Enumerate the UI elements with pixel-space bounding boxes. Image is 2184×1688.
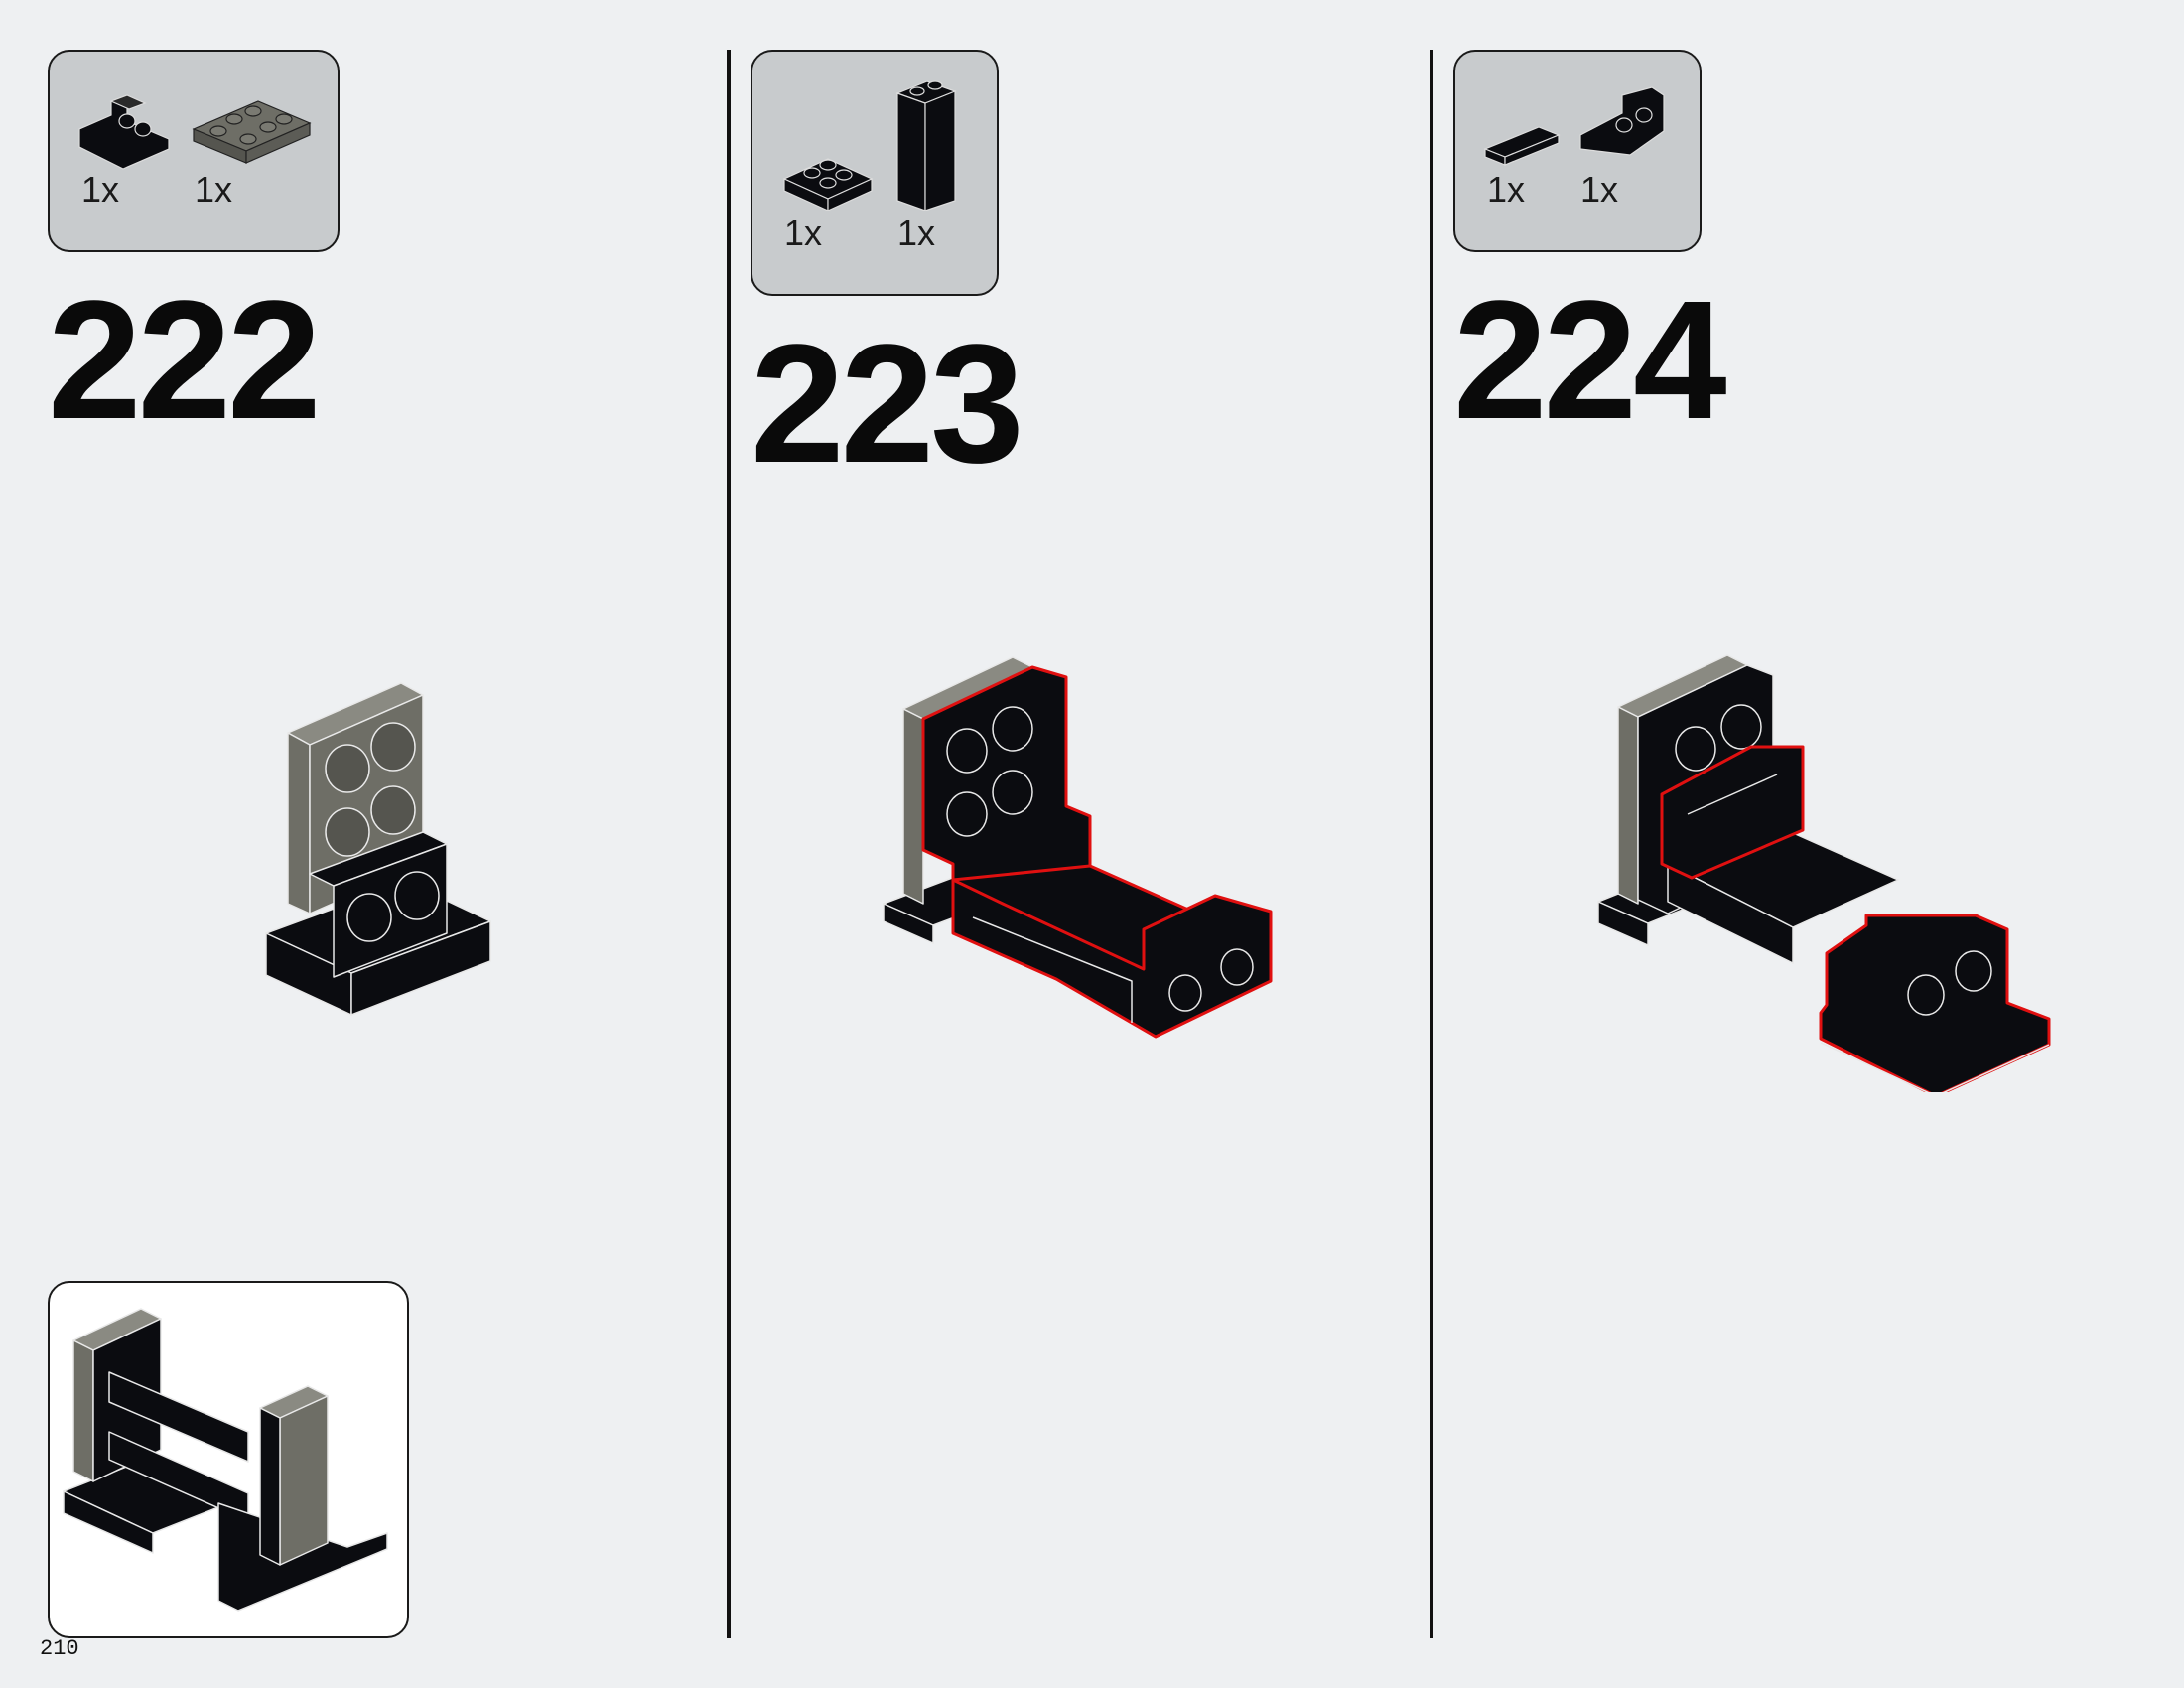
parts-list-step-223: 1x 1x	[751, 50, 999, 296]
column-divider	[1430, 50, 1433, 1638]
step-224-model	[1597, 654, 2051, 1092]
panel-icon	[895, 80, 957, 211]
part-quantity: 1x	[784, 212, 823, 253]
step-223-model	[883, 656, 1273, 1039]
bracket-icon	[1579, 86, 1665, 156]
parts-list-art	[782, 80, 957, 211]
column-divider	[727, 50, 731, 1638]
step-number: 224	[1453, 266, 1727, 455]
plate-2x2-icon	[782, 158, 874, 211]
plate-2x3-icon	[192, 100, 312, 164]
part-quantity: 1x	[195, 169, 233, 210]
step-222-model	[265, 682, 491, 1016]
parts-list-art	[78, 94, 312, 170]
step-number: 222	[48, 266, 322, 455]
parts-list-step-224: 1x 1x	[1453, 50, 1702, 252]
part-quantity: 1x	[1580, 169, 1619, 210]
step-number: 223	[751, 310, 1024, 498]
part-quantity: 1x	[1487, 169, 1526, 210]
sub-assembly-callout	[48, 1281, 409, 1638]
sub-assembly-art	[63, 1308, 388, 1612]
bracket-icon	[78, 94, 170, 170]
page-number: 210	[40, 1636, 79, 1661]
parts-list-art	[1483, 86, 1665, 166]
part-quantity: 1x	[897, 212, 936, 253]
part-quantity: 1x	[81, 169, 120, 210]
parts-list-step-222: 1x 1x	[48, 50, 340, 252]
tile-1x2-icon	[1483, 126, 1561, 166]
